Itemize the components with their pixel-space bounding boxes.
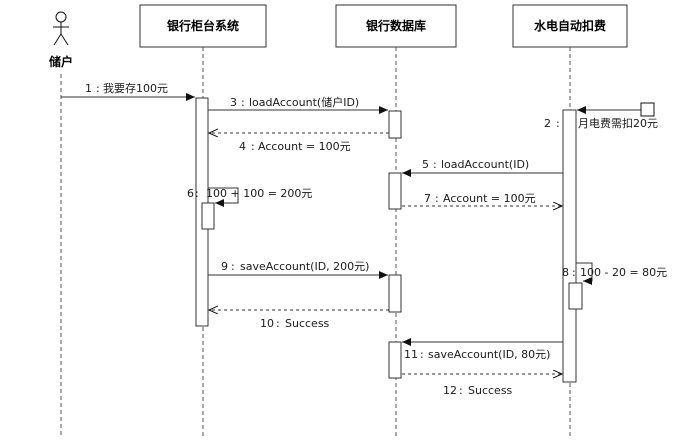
message-7-seq: 7 [424, 192, 431, 205]
message-12-sep: : [459, 384, 463, 397]
message-10: 10 : Success [209, 310, 389, 330]
message-2-sep: : [556, 117, 560, 130]
message-11-sep: : [420, 348, 424, 361]
activation-db-1 [388, 110, 402, 139]
participant-db-label: 银行数据库 [366, 18, 426, 33]
message-5: 5 : loadAccount(ID) [402, 158, 563, 177]
message-6: 6 : 100 + 100 = 200元 [187, 187, 312, 207]
message-3: 3 : loadAccount(储户ID) [208, 95, 388, 114]
activation-auto-self [568, 282, 583, 310]
participant-auto-label: 水电自动扣费 [534, 18, 606, 33]
message-7-sep: : [435, 192, 439, 205]
message-2: 2 : 月电费需扣20元 [544, 106, 658, 130]
message-6-seq: 6 [187, 187, 194, 200]
message-9-sep: : [231, 260, 235, 273]
message-6-text: 100 + 100 = 200元 [206, 187, 312, 200]
activation-auto [562, 109, 577, 383]
activation-db-2 [388, 172, 402, 210]
activation-db-3 [388, 274, 402, 313]
message-3-sep: : [241, 96, 245, 109]
participant-auto-box [512, 4, 628, 48]
message-10-seq: 10 [260, 317, 274, 330]
message-3-text: loadAccount(储户ID) [249, 95, 359, 109]
message-6-arrow [208, 187, 239, 207]
participant-auto: 水电自动扣费 [512, 4, 628, 48]
message-11-text: saveAccount(ID, 80元) [428, 348, 550, 361]
actor-leg-left [53, 33, 62, 46]
message-12-seq: 12 [443, 384, 457, 397]
message-2-text: 月电费需扣20元 [578, 116, 658, 130]
participant-db-box [335, 4, 457, 48]
message-1: 1 : 我要存100元 [61, 81, 195, 101]
message-1-seq: 1 [85, 82, 92, 95]
message-12-text: Success [468, 384, 513, 397]
message-4-text: Account = 100元 [258, 140, 351, 153]
message-4-seq: 4 [239, 140, 246, 153]
message-8-sep: : [572, 266, 576, 279]
activation-counter-self [201, 202, 215, 230]
participant-counter-label: 银行柜台系统 [167, 18, 239, 33]
message-10-text: Success [285, 317, 330, 330]
participant-counter-box [139, 4, 267, 48]
message-1-sep: : [96, 82, 100, 95]
message-9: 9 : saveAccount(ID, 200元) [208, 260, 388, 279]
actor-depositor: 储户 [49, 11, 73, 69]
message-4: 4 : Account = 100元 [209, 133, 389, 153]
message-8: 8 : 100 - 20 = 80元 [562, 262, 667, 285]
message-12: 12 : Success [402, 374, 562, 397]
participant-db: 银行数据库 [335, 4, 457, 48]
message-11: 11 : saveAccount(ID, 80元) [402, 338, 563, 361]
message-8-arrow [576, 262, 593, 285]
message-9-text: saveAccount(ID, 200元) [240, 260, 369, 273]
message-5-sep: : [433, 158, 437, 171]
activation-db-4 [388, 341, 402, 379]
message-4-sep: : [251, 140, 255, 153]
actor-label: 储户 [49, 54, 73, 69]
actor-leg-right [60, 33, 69, 46]
actor-head [55, 11, 67, 23]
message-5-text: loadAccount(ID) [441, 158, 529, 171]
message-2-seq: 2 [544, 117, 551, 130]
message-8-seq: 8 [562, 266, 569, 279]
message-6-sep: : [195, 187, 199, 200]
message-9-seq: 9 [221, 260, 228, 273]
message-5-seq: 5 [422, 158, 429, 171]
found-message-source [640, 102, 655, 117]
message-10-sep: : [276, 317, 280, 330]
participant-counter: 银行柜台系统 [139, 4, 267, 48]
message-8-text: 100 - 20 = 80元 [580, 266, 667, 279]
message-3-seq: 3 [230, 96, 237, 109]
message-7: 7 : Account = 100元 [402, 192, 562, 206]
message-7-text: Account = 100元 [443, 192, 536, 205]
message-1-text: 我要存100元 [103, 81, 168, 95]
message-11-seq: 11 [404, 348, 418, 361]
